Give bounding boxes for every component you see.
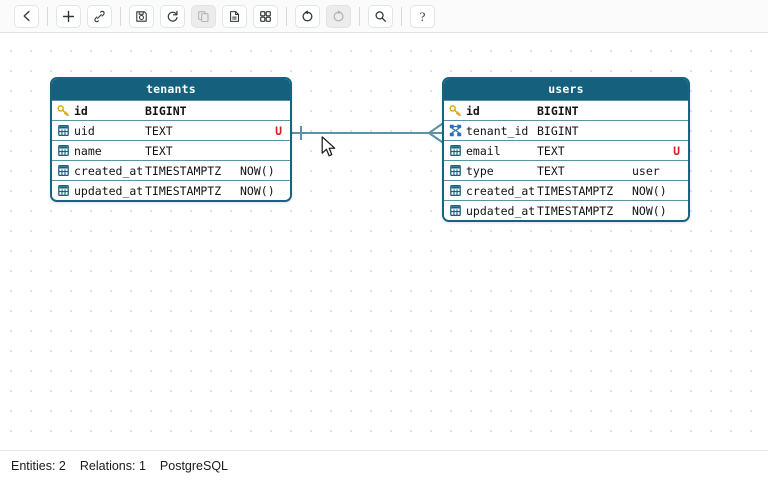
column-name: type — [466, 163, 494, 178]
toolbar-separator-5 — [401, 6, 402, 26]
column-name: updated_at — [466, 203, 536, 218]
column-icon — [447, 144, 463, 158]
column-default: NOW() — [632, 203, 667, 218]
help-button[interactable]: ? — [410, 4, 435, 28]
column-icon — [55, 184, 71, 198]
redo-button[interactable] — [326, 4, 351, 28]
column-type: TIMESTAMPTZ — [145, 163, 222, 178]
column-icon — [447, 184, 463, 198]
column-name: uid — [74, 123, 95, 138]
sql-dialect-label: PostgreSQL — [159, 458, 228, 473]
back-button[interactable] — [14, 4, 39, 28]
column-type: TEXT — [537, 143, 565, 158]
undo-button[interactable] — [295, 4, 320, 28]
layout-grid-button[interactable] — [253, 4, 278, 28]
column-row[interactable]: id BIGINT — [52, 100, 290, 120]
column-icon — [55, 124, 71, 138]
column-icon — [447, 164, 463, 178]
column-icon — [447, 204, 463, 218]
toolbar-separator-4 — [359, 6, 360, 26]
save-button[interactable] — [129, 4, 154, 28]
column-type: TEXT — [537, 163, 565, 178]
question-mark-icon: ? — [419, 8, 426, 24]
copy-button[interactable] — [191, 4, 216, 28]
column-row[interactable]: id BIGINT — [444, 100, 688, 120]
main-toolbar: ? — [0, 0, 768, 33]
column-name: id — [74, 103, 88, 118]
plus-icon — [62, 10, 75, 23]
search-icon — [374, 10, 387, 23]
toolbar-group-history — [287, 4, 359, 28]
undo-icon — [301, 9, 314, 23]
relations-count: Relations: 1 — [79, 458, 146, 473]
column-row[interactable]: name TEXT — [52, 140, 290, 160]
column-type: BIGINT — [537, 103, 579, 118]
column-name: created_at — [74, 163, 144, 178]
entity-title: tenants — [52, 79, 290, 100]
entity-title: users — [444, 79, 688, 100]
entities-count: Entities: 2 — [11, 458, 66, 473]
refresh-button[interactable] — [160, 4, 185, 28]
copy-icon — [197, 10, 210, 23]
export-sql-button[interactable] — [222, 4, 247, 28]
document-icon — [228, 10, 241, 23]
toolbar-group-file — [121, 4, 286, 28]
grid-icon — [259, 10, 272, 23]
refresh-icon — [166, 10, 179, 23]
column-type: TEXT — [145, 143, 173, 158]
toolbar-group-navigation — [6, 4, 47, 28]
toolbar-group-create — [48, 4, 120, 28]
column-name: id — [466, 103, 480, 118]
column-type: TEXT — [145, 123, 173, 138]
column-icon — [55, 144, 71, 158]
primary-key-icon — [55, 104, 71, 118]
unique-flag: U — [275, 123, 282, 138]
toolbar-group-search — [360, 4, 401, 28]
column-name: name — [74, 143, 102, 158]
column-type: TIMESTAMPTZ — [537, 183, 614, 198]
foreign-key-icon — [447, 124, 463, 138]
relation-link-icon — [93, 10, 106, 23]
add-relation-button[interactable] — [87, 4, 112, 28]
status-bar: Entities: 2 Relations: 1 PostgreSQL — [0, 450, 768, 480]
column-row[interactable]: email TEXT U — [444, 140, 688, 160]
mouse-cursor — [321, 136, 338, 164]
column-name: email — [466, 143, 501, 158]
column-type: TIMESTAMPTZ — [537, 203, 614, 218]
save-disk-icon — [135, 10, 148, 23]
column-default: NOW() — [240, 163, 275, 178]
column-default: user — [632, 163, 660, 178]
chevron-left-icon — [21, 10, 33, 22]
column-type: TIMESTAMPTZ — [145, 183, 222, 198]
column-name: created_at — [466, 183, 536, 198]
column-type: BIGINT — [145, 103, 187, 118]
toolbar-group-help: ? — [402, 4, 443, 28]
column-default: NOW() — [632, 183, 667, 198]
redo-icon — [332, 10, 345, 23]
toolbar-separator-2 — [120, 6, 121, 26]
column-type: BIGINT — [537, 123, 579, 138]
column-default: NOW() — [240, 183, 275, 198]
toolbar-separator-1 — [47, 6, 48, 26]
unique-flag: U — [673, 143, 680, 158]
toolbar-separator-3 — [286, 6, 287, 26]
column-name: tenant_id — [466, 123, 529, 138]
column-name: updated_at — [74, 183, 144, 198]
column-icon — [55, 164, 71, 178]
column-row[interactable]: type TEXT user — [444, 160, 688, 180]
column-row[interactable]: uid TEXT U — [52, 120, 290, 140]
column-row[interactable]: tenant_id BIGINT — [444, 120, 688, 140]
add-entity-button[interactable] — [56, 4, 81, 28]
search-button[interactable] — [368, 4, 393, 28]
primary-key-icon — [447, 104, 463, 118]
